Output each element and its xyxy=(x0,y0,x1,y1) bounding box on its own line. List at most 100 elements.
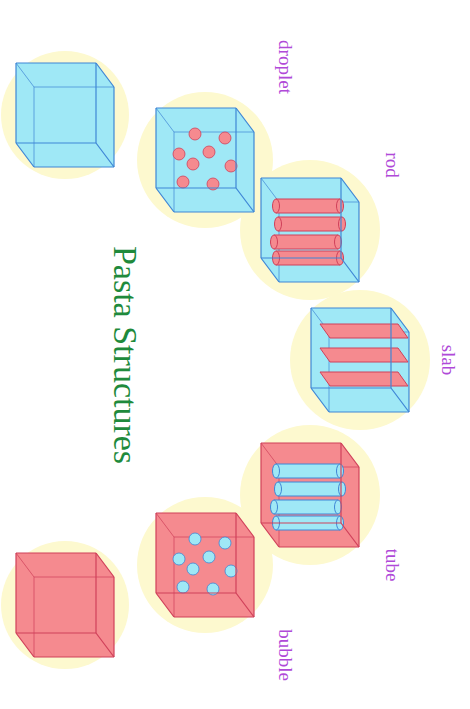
background-disc xyxy=(240,160,380,300)
cube-edge xyxy=(261,177,341,178)
cylinder-edge xyxy=(276,464,340,465)
cube-edge xyxy=(16,552,96,553)
pasta-cube xyxy=(156,513,254,617)
cube-edge xyxy=(15,63,16,143)
bubble-sphere xyxy=(219,537,231,549)
cube-edge xyxy=(236,108,254,132)
cube-edge xyxy=(34,656,114,657)
cylinder-edge xyxy=(276,199,340,200)
cube-body xyxy=(156,513,254,617)
cube-edge xyxy=(390,308,391,388)
droplet-sphere xyxy=(173,148,185,160)
cube-edge xyxy=(261,443,279,467)
structure-label: tube xyxy=(381,549,403,582)
cube-body xyxy=(156,108,254,212)
cylinder-edge xyxy=(278,217,342,218)
pasta-cube xyxy=(16,63,114,167)
cube-edge xyxy=(174,616,254,617)
pasta-cube xyxy=(156,108,254,212)
bubble-sphere xyxy=(189,533,201,545)
cube-edge xyxy=(155,513,156,593)
droplet-sphere xyxy=(177,176,189,188)
cube-edge xyxy=(261,178,279,202)
cube-edge xyxy=(311,388,329,412)
cube-body xyxy=(261,178,359,282)
cylinder-body xyxy=(278,482,342,496)
droplet-sphere xyxy=(219,132,231,144)
cube-edge xyxy=(174,132,175,212)
slab-sheet xyxy=(320,348,408,362)
cube-edge xyxy=(311,307,391,308)
cube-edge xyxy=(16,63,34,87)
cylinder-end xyxy=(337,199,344,213)
cube-edge xyxy=(261,257,341,258)
cube-edge xyxy=(341,443,359,467)
cube-edge xyxy=(156,512,236,513)
cylinder-body xyxy=(276,199,340,213)
cube-edge xyxy=(16,62,96,63)
cube-edge xyxy=(279,546,359,547)
cube-edge xyxy=(156,187,236,188)
cube-edge xyxy=(261,258,279,282)
cube-body xyxy=(261,443,359,547)
cube-edge xyxy=(155,108,156,188)
cube-edge xyxy=(341,523,359,547)
cylinder-end xyxy=(271,500,278,514)
structure-label: rod xyxy=(381,152,403,177)
cylinder-edge xyxy=(274,500,338,501)
pasta-cube xyxy=(261,443,359,547)
cube-edge xyxy=(236,513,254,537)
cube-edge xyxy=(174,132,254,133)
cube-edge xyxy=(34,166,114,167)
cube-edge xyxy=(96,553,114,577)
bubble-sphere xyxy=(225,565,237,577)
bubble-sphere xyxy=(177,581,189,593)
cylinder-edge xyxy=(274,514,338,515)
background-disc xyxy=(290,290,430,430)
cube-body xyxy=(16,553,114,657)
cube-edge xyxy=(34,87,35,167)
cube-edge xyxy=(261,522,341,523)
cube-edge xyxy=(174,211,254,212)
slab-sheet xyxy=(320,324,408,338)
cylinder-edge xyxy=(276,516,340,517)
cube-edge xyxy=(16,142,96,143)
cube-edge xyxy=(113,577,114,657)
cube-edge xyxy=(260,443,261,523)
cube-edge xyxy=(358,202,359,282)
cube-edge xyxy=(340,178,341,258)
cube-edge xyxy=(16,143,34,167)
cube-edge xyxy=(235,513,236,593)
droplet-sphere xyxy=(203,146,215,158)
background-disc xyxy=(1,541,129,669)
bubble-sphere xyxy=(203,551,215,563)
cube-edge xyxy=(311,387,391,388)
cylinder-body xyxy=(274,235,338,249)
pasta-cube xyxy=(311,308,409,412)
cube-edge xyxy=(34,577,35,657)
cube-edge xyxy=(174,537,254,538)
droplet-sphere xyxy=(225,160,237,172)
cube-edge xyxy=(329,411,409,412)
cylinder-end xyxy=(271,235,278,249)
cube-edge xyxy=(156,107,236,108)
cube-edge xyxy=(113,87,114,167)
cube-edge xyxy=(156,513,174,537)
cube-edge xyxy=(15,553,16,633)
cylinder-end xyxy=(339,482,346,496)
cylinder-edge xyxy=(276,251,340,252)
cylinder-end xyxy=(339,217,346,231)
cube-body xyxy=(311,308,409,412)
cylinder-edge xyxy=(278,482,342,483)
cylinder-edge xyxy=(278,496,342,497)
cube-edge xyxy=(96,633,114,657)
cube-edge xyxy=(253,132,254,212)
cube-edge xyxy=(16,633,34,657)
cube-body xyxy=(16,63,114,167)
cylinder-end xyxy=(275,217,282,231)
cube-edge xyxy=(279,281,359,282)
cube-edge xyxy=(261,523,279,547)
cylinder-end xyxy=(337,464,344,478)
cube-edge xyxy=(236,188,254,212)
